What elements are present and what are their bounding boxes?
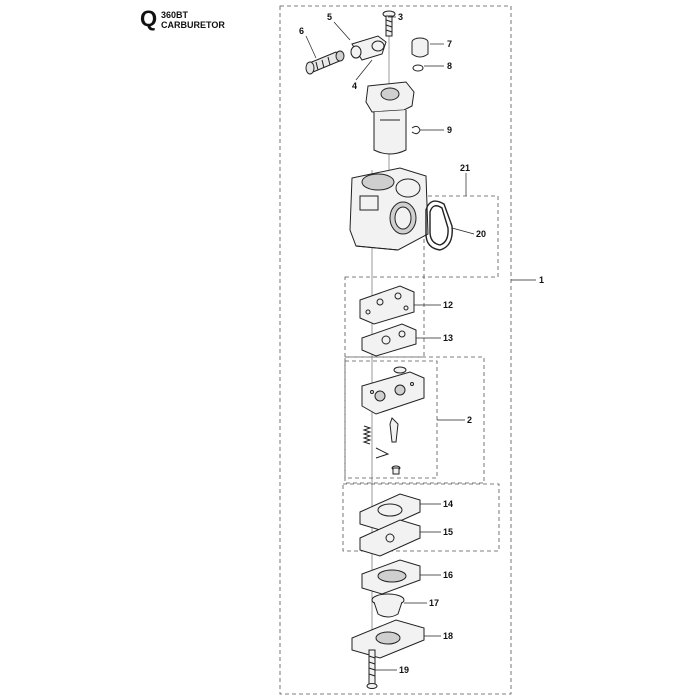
callout-14: 14 [443,499,453,509]
carburetor-body [349,167,429,251]
part-4-throttle-housing [365,81,415,155]
callout-21: 21 [460,163,470,173]
part-9-clip [411,125,421,135]
part-16-plate [361,559,421,595]
part-7-cap [411,37,429,58]
group-outline-1 [279,5,512,695]
callout-19: 19 [399,665,409,675]
callout-9: 9 [447,125,452,135]
leader-lines [305,16,536,671]
callout-2: 2 [467,415,472,425]
part-14-gasket [359,493,421,531]
part-18-cover [351,619,425,659]
part-2-pump-body [361,366,425,415]
callout-17: 17 [429,598,439,608]
part-15-diaphragm [359,519,421,557]
callout-18: 18 [443,631,453,641]
group-outline-2-inner [344,360,438,479]
part-12-gasket [359,285,415,325]
part-19-screw [366,649,378,689]
callout-labels: 3 5 6 4 7 8 9 21 20 1 12 13 2 14 15 16 1… [299,12,544,675]
group-outline-14-15 [342,483,500,552]
group-outline-21 [351,195,499,278]
part-2-needle-spring [362,417,401,475]
callout-12: 12 [443,300,453,310]
part-6-adjust-screw [305,50,345,75]
section-letter: Q [140,6,158,31]
group-outlines [279,5,512,695]
part-5-lever [350,35,387,61]
part-8-oring [412,64,424,72]
callout-13: 13 [443,333,453,343]
callout-7: 7 [447,39,452,49]
group-outline-12-13 [344,276,425,358]
callout-8: 8 [447,61,452,71]
part-13-diaphragm [361,323,417,357]
callout-4: 4 [352,81,357,91]
diagram-title: CARBURETOR [161,20,225,30]
part-3-screw [382,10,396,37]
callout-16: 16 [443,570,453,580]
part-17-cup [371,593,405,618]
callout-5: 5 [327,12,332,22]
part-20-gasket-ring [425,200,453,251]
callout-6: 6 [299,26,304,36]
callout-1: 1 [539,275,544,285]
model-label: 360BT [161,10,189,20]
callout-3: 3 [398,12,403,22]
callout-20: 20 [476,229,486,239]
callout-15: 15 [443,527,453,537]
